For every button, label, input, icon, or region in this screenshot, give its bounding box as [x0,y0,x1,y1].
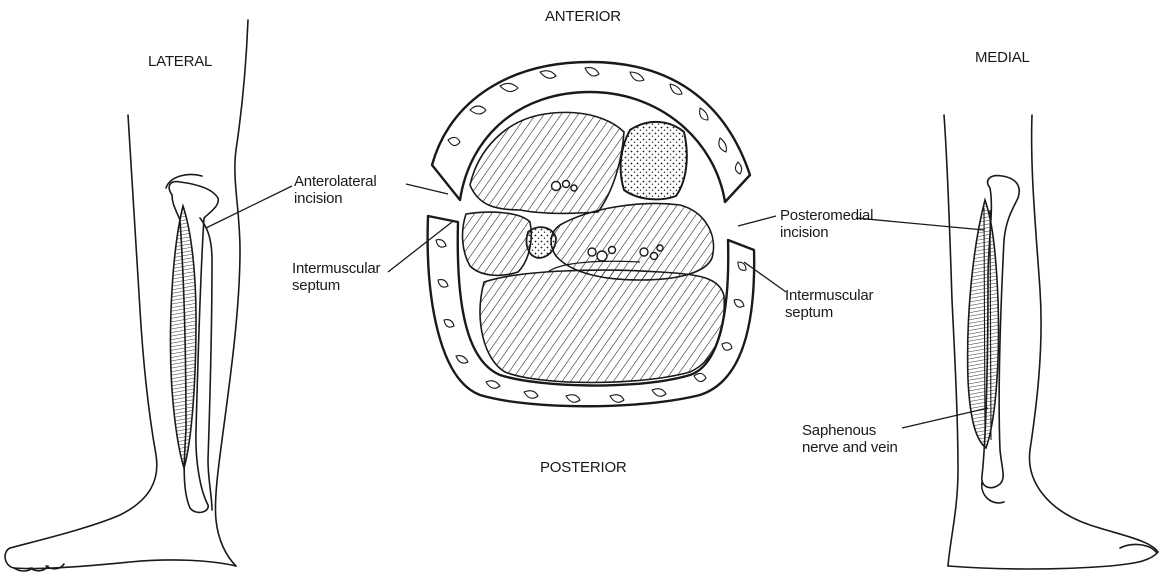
posteromedial-incision-line-2: incision [780,224,873,241]
orientation-posterior-label: POSTERIOR [540,459,627,476]
orientation-anterior-label: ANTERIOR [545,8,621,25]
right-incision [968,200,999,448]
leader-anterolateral-to-leg [206,186,292,228]
tibia-section [621,122,687,199]
septum-right-line-2: septum [785,304,873,321]
leader-anterolateral-to-section [406,184,448,194]
saphenous-line-2: nerve and vein [802,439,898,456]
left-leg-lateral [5,20,248,571]
anterolateral-incision-label: Anterolateral incision [294,173,376,207]
leader-posteromedial-to-leg [856,218,984,230]
cross-section [428,62,755,406]
septum-left-line-1: Intermuscular [292,260,380,277]
posteromedial-incision-line-1: Posteromedial [780,207,873,224]
left-incision [170,206,196,468]
leader-posteromedial-to-section [738,216,776,226]
orientation-medial-label: MEDIAL [975,49,1030,66]
intermuscular-septum-left-label: Intermuscular septum [292,260,380,294]
intermuscular-septum-right-label: Intermuscular septum [785,287,873,321]
fibula-section [526,227,556,258]
septum-right-line-1: Intermuscular [785,287,873,304]
saphenous-nerve-vein-label: Saphenous nerve and vein [802,422,898,456]
superficial-posterior-compartment [480,270,724,382]
septum-left-line-2: septum [292,277,380,294]
orientation-lateral-label: LATERAL [148,53,212,70]
anterolateral-incision-line-1: Anterolateral [294,173,376,190]
deep-posterior-compartment [551,204,713,280]
posteromedial-incision-label: Posteromedial incision [780,207,873,241]
lateral-compartment [463,212,532,275]
saphenous-line-1: Saphenous [802,422,898,439]
anterolateral-incision-line-2: incision [294,190,376,207]
